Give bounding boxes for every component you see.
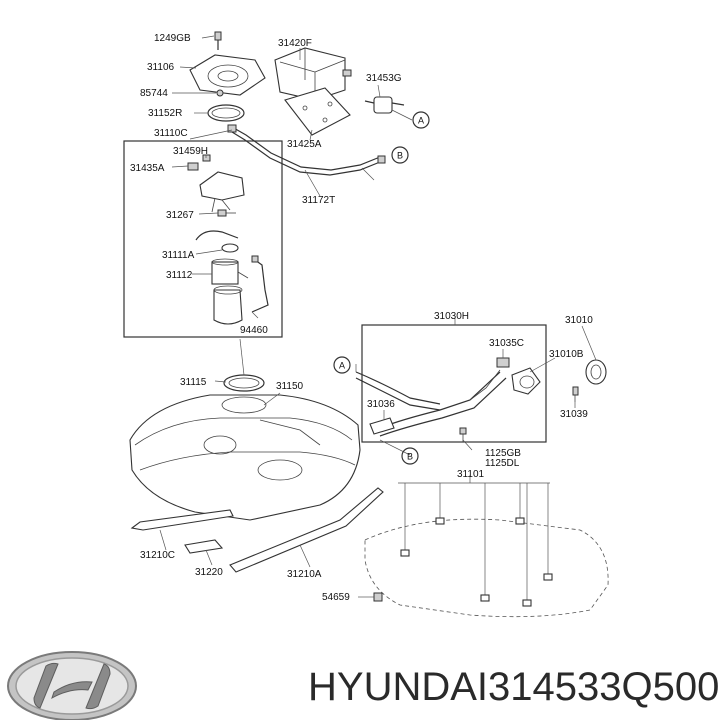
strap-31210c bbox=[130, 509, 234, 531]
vapor-line-31172t bbox=[227, 124, 386, 176]
filler-neck-box bbox=[361, 324, 547, 443]
sender-arm-94460 bbox=[251, 255, 269, 313]
label-54659: 54659 bbox=[322, 592, 350, 603]
label-31459h: 31459H bbox=[173, 146, 208, 157]
label-31210a: 31210A bbox=[287, 569, 322, 580]
label-31035c: 31035C bbox=[489, 338, 524, 349]
fuel-pump-group bbox=[123, 31, 283, 338]
strap-31210a bbox=[229, 487, 384, 573]
fuel-tank-31150 bbox=[129, 394, 361, 521]
label-31425a: 31425A bbox=[287, 139, 322, 150]
strap-31220 bbox=[184, 539, 224, 554]
connector-marker-b-mid: B bbox=[401, 447, 419, 465]
label-31110c: 31110C bbox=[154, 128, 188, 139]
label-31111a: 31111A bbox=[162, 250, 195, 261]
leader-lines bbox=[159, 35, 597, 598]
bracket-31425a bbox=[284, 87, 351, 136]
filler-neck-group bbox=[355, 324, 607, 443]
gasket-31115 bbox=[223, 374, 265, 392]
bolt-1125gb bbox=[459, 427, 467, 442]
nut-85744 bbox=[216, 89, 224, 97]
fuel-tank-group bbox=[129, 374, 384, 602]
label-31210c: 31210C bbox=[140, 550, 175, 561]
label-31112: 31112 bbox=[166, 270, 193, 281]
label-31435a: 31435A bbox=[130, 163, 165, 174]
connector-marker-b-top: B bbox=[391, 146, 409, 164]
pump-module-box bbox=[123, 140, 283, 338]
hose-31036 bbox=[369, 417, 395, 435]
bolt-1249gb bbox=[214, 31, 222, 50]
marker-a-text: A bbox=[418, 116, 424, 126]
nut-54659 bbox=[373, 592, 383, 602]
hyundai-h-mark bbox=[33, 662, 111, 710]
label-85744: 85744 bbox=[140, 88, 168, 99]
label-31453g: 31453G bbox=[366, 73, 402, 84]
part-labels: 1249GB 31106 85744 31152R 31110C 31459H … bbox=[130, 33, 593, 603]
label-31036: 31036 bbox=[367, 399, 395, 410]
filter-31111a bbox=[195, 230, 239, 253]
canister-31420f bbox=[274, 47, 352, 101]
canister-group bbox=[227, 47, 405, 176]
label-1249gb: 1249GB bbox=[154, 33, 191, 44]
label-94460: 94460 bbox=[240, 325, 268, 336]
clip-31459h bbox=[202, 154, 211, 162]
marker-a-text: A bbox=[339, 361, 345, 371]
brand-name: HYUNDAI bbox=[308, 665, 488, 709]
screw-31039 bbox=[572, 386, 579, 402]
marker-b-text: B bbox=[407, 452, 413, 462]
part-number: 314533Q500 bbox=[488, 665, 719, 709]
label-31030h: 31030H bbox=[434, 311, 469, 322]
sender-31435a bbox=[187, 162, 199, 171]
label-31152r: 31152R bbox=[148, 108, 182, 119]
plate-31106 bbox=[189, 54, 266, 96]
filler-housing-31010b bbox=[511, 367, 541, 395]
footer-caption: HYUNDAI 314533Q500 bbox=[308, 665, 719, 709]
heat-shield-31101 bbox=[364, 518, 609, 618]
heat-shield-group bbox=[364, 482, 609, 618]
label-31115: 31115 bbox=[180, 377, 207, 388]
valve-31453g bbox=[364, 96, 405, 114]
label-31039: 31039 bbox=[560, 409, 588, 420]
pump-flange bbox=[199, 171, 245, 213]
label-31010b: 31010B bbox=[549, 349, 584, 360]
label-31420f: 31420F bbox=[278, 38, 312, 49]
connector-marker-a-top: A bbox=[412, 111, 430, 129]
label-31106: 31106 bbox=[147, 62, 175, 73]
label-1125dl: 1125DL bbox=[485, 458, 520, 469]
connector-marker-a-mid: A bbox=[333, 356, 351, 374]
label-31267: 31267 bbox=[166, 210, 194, 221]
filler-cap-31010 bbox=[585, 359, 607, 385]
reservoir-cup bbox=[213, 285, 243, 325]
gasket-31152r bbox=[207, 104, 245, 122]
label-31101: 31101 bbox=[457, 469, 485, 480]
label-31010: 31010 bbox=[565, 315, 593, 326]
label-31220: 31220 bbox=[195, 567, 223, 578]
label-31150: 31150 bbox=[276, 381, 304, 392]
label-31172t: 31172T bbox=[302, 195, 335, 206]
label-1125gb: 1125GB bbox=[485, 448, 521, 459]
pump-31112 bbox=[211, 258, 249, 285]
hyundai-logo bbox=[7, 651, 137, 720]
clip-31267 bbox=[217, 209, 236, 217]
marker-b-text: B bbox=[397, 151, 403, 161]
